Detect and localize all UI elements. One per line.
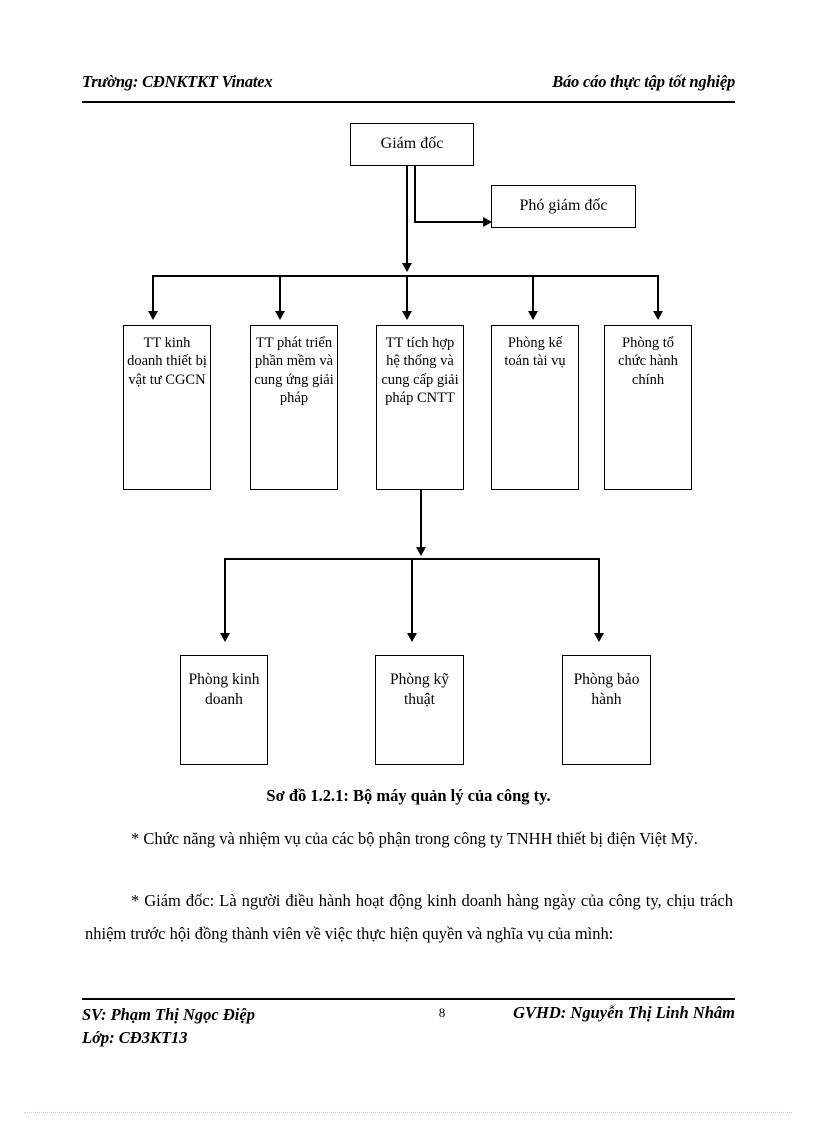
org-chart-diagram: Giám đốc Phó giám đốc TT kinh doanh thiế… bbox=[123, 123, 692, 765]
node-director: Giám đốc bbox=[350, 123, 474, 166]
page-number: 8 bbox=[438, 1005, 446, 1020]
connector-drop-mid-2 bbox=[279, 275, 281, 315]
header-school-name: Trường: CĐNKTKT Vinatex bbox=[82, 72, 273, 91]
arrowhead-bottom-3 bbox=[594, 633, 604, 642]
connector-drop-mid-3 bbox=[406, 275, 408, 315]
header-report-title: Báo cáo thực tập tốt nghiệp bbox=[552, 72, 735, 91]
arrowhead-mid-2 bbox=[275, 311, 285, 320]
connector-mid3-to-bottombus bbox=[420, 490, 422, 550]
node-deputy-director: Phó giám đốc bbox=[491, 185, 636, 228]
connector-director-to-deputy-horizontal bbox=[414, 221, 484, 223]
connector-drop-bottom-3 bbox=[598, 558, 600, 636]
arrowhead-mid-1 bbox=[148, 311, 158, 320]
header-divider bbox=[82, 101, 735, 103]
node-mid-5: Phòng tổ chức hành chính bbox=[604, 325, 692, 490]
connector-drop-bottom-2 bbox=[411, 558, 413, 636]
arrowhead-mid3-to-bottombus bbox=[416, 547, 426, 556]
arrowhead-director-to-midbus bbox=[402, 263, 412, 272]
node-mid-2: TT phát triển phần mềm và cung ứng giải … bbox=[250, 325, 338, 490]
node-bottom-3: Phòng bảo hành bbox=[562, 655, 651, 765]
paragraph-text: * Chức năng và nhiệm vụ của các bộ phận … bbox=[131, 829, 698, 848]
footer-student-class: Lớp: CĐ3KT13 bbox=[82, 1028, 188, 1047]
footer-divider bbox=[82, 998, 735, 1000]
footer-supervisor: GVHD: Nguyễn Thị Linh Nhâm bbox=[513, 1003, 735, 1022]
node-mid-1: TT kinh doanh thiết bị vật tư CGCN bbox=[123, 325, 211, 490]
arrowhead-mid-4 bbox=[528, 311, 538, 320]
node-mid-3: TT tích hợp hệ thống và cung cấp giải ph… bbox=[376, 325, 464, 490]
body-paragraph-functions: * Chức năng và nhiệm vụ của các bộ phận … bbox=[85, 822, 733, 855]
scan-artifact-line bbox=[24, 1112, 792, 1113]
paragraph-text: * Giám đốc: Là người điều hành hoạt động… bbox=[85, 891, 733, 943]
arrowhead-mid-5 bbox=[653, 311, 663, 320]
arrowhead-bottom-1 bbox=[220, 633, 230, 642]
footer-student-info: SV: Phạm Thị Ngọc Điệp Lớp: CĐ3KT13 bbox=[82, 1003, 255, 1049]
connector-drop-mid-1 bbox=[152, 275, 154, 315]
connector-director-to-midbus bbox=[406, 166, 408, 266]
figure-caption: Sơ đồ 1.2.1: Bộ máy quản lý của công ty. bbox=[266, 786, 551, 805]
connector-drop-mid-5 bbox=[657, 275, 659, 315]
mid-level-bus bbox=[152, 275, 657, 277]
connector-drop-bottom-1 bbox=[224, 558, 226, 636]
node-mid-4: Phòng kế toán tài vụ bbox=[491, 325, 579, 490]
arrowhead-mid-3 bbox=[402, 311, 412, 320]
page-header: Trường: CĐNKTKT Vinatex Báo cáo thực tập… bbox=[82, 72, 735, 102]
arrowhead-to-deputy-director bbox=[483, 217, 492, 227]
page-footer: SV: Phạm Thị Ngọc Điệp Lớp: CĐ3KT13 8 GV… bbox=[82, 1003, 735, 1063]
connector-director-to-deputy-vertical bbox=[414, 166, 416, 223]
node-bottom-2: Phòng kỹ thuật bbox=[375, 655, 464, 765]
arrowhead-bottom-2 bbox=[407, 633, 417, 642]
node-bottom-1: Phòng kinh doanh bbox=[180, 655, 268, 765]
connector-drop-mid-4 bbox=[532, 275, 534, 315]
body-paragraph-director: * Giám đốc: Là người điều hành hoạt động… bbox=[85, 884, 733, 950]
footer-student-name: SV: Phạm Thị Ngọc Điệp bbox=[82, 1005, 255, 1024]
